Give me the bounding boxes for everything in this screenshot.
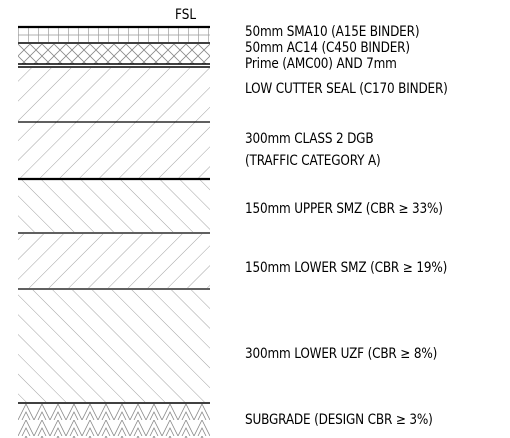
label-dgb-line-1: 300mm CLASS 2 DGB [245, 131, 374, 147]
layer-lower-smz-hatch [18, 234, 210, 288]
label-sma10: 50mm SMA10 (A15E BINDER) [245, 24, 420, 40]
layer-dgb-hatch [18, 68, 210, 178]
label-dgb-line-2: (TRAFFIC CATEGORY A) [245, 153, 381, 169]
layer-lower-uzf-hatch [18, 290, 210, 402]
layer-sma10-hatch [18, 28, 210, 42]
layer-ac14-hatch [18, 44, 210, 64]
label-prime-line-2: LOW CUTTER SEAL (C170 BINDER) [245, 81, 448, 97]
label-subgrade: SUBGRADE (DESIGN CBR ≥ 3%) [245, 412, 433, 428]
layer-subgrade-hatch [18, 404, 210, 438]
label-lower-smz: 150mm LOWER SMZ (CBR ≥ 19%) [245, 260, 448, 276]
layer-upper-smz-hatch [18, 180, 210, 232]
label-lower-uzf: 300mm LOWER UZF (CBR ≥ 8%) [245, 346, 438, 362]
label-ac14: 50mm AC14 (C450 BINDER) [245, 40, 410, 56]
layer-boundaries [18, 25, 210, 404]
fsl-label: FSL [175, 7, 197, 23]
label-prime-line-1: Prime (AMC00) AND 7mm [245, 56, 397, 72]
label-upper-smz: 150mm UPPER SMZ (CBR ≥ 33%) [245, 201, 443, 217]
